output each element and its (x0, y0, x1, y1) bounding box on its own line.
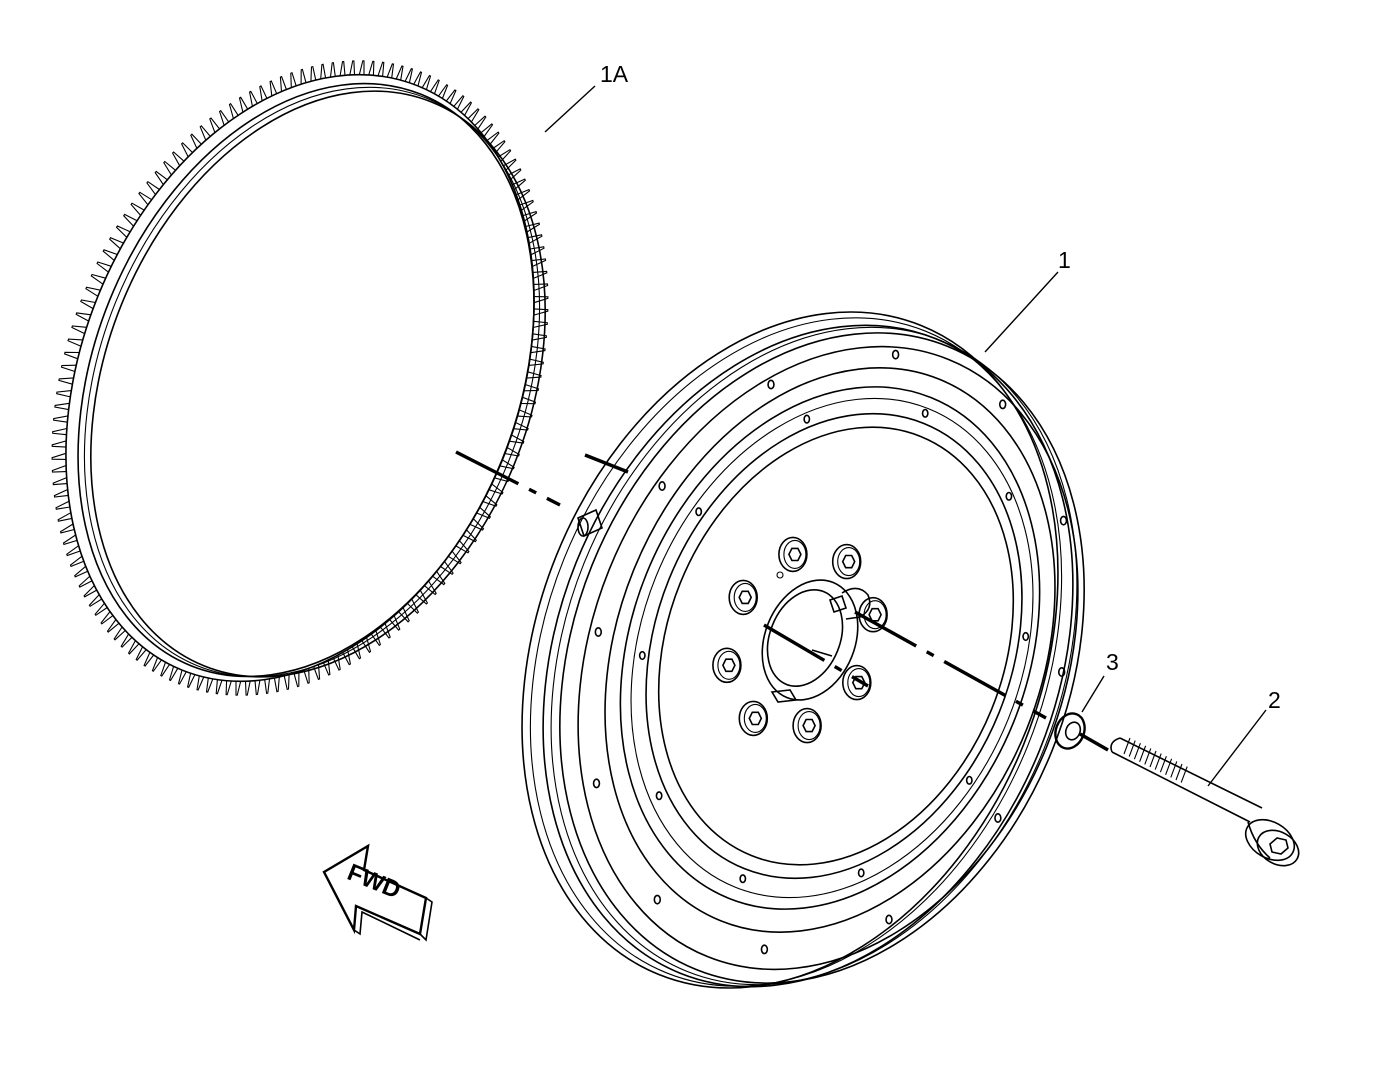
assembly-center-line-front (763, 623, 869, 688)
hub-bolt-head (841, 664, 872, 701)
mounting-hole (857, 868, 865, 878)
mounting-hole (994, 812, 1002, 823)
assembly-center-line-bolt (1079, 732, 1109, 752)
leader-ring-gear (544, 85, 596, 133)
mounting-hole (891, 349, 900, 360)
mounting-hole (658, 480, 666, 491)
arrow-left-icon (322, 843, 433, 942)
forward-direction-indicator: FWD (322, 843, 433, 942)
hub-bolt-heads (712, 536, 888, 744)
ring-gear (51, 60, 549, 696)
mounting-hole (655, 791, 663, 801)
pilot-stud (577, 508, 603, 538)
assembly-center-line-rear (854, 610, 1047, 720)
fwd-label: FWD (344, 859, 405, 905)
mounting-hole (1057, 666, 1066, 677)
hub-bolt-head (728, 579, 759, 616)
mounting-hole (803, 414, 811, 424)
mounting-hole (998, 399, 1007, 410)
hub-bolt-head (712, 647, 742, 684)
mounting-hole (767, 379, 775, 390)
hub-bolt-head (778, 536, 808, 573)
mounting-hole (760, 944, 769, 955)
mounting-hole (965, 775, 973, 785)
assembly-center-line (455, 450, 561, 507)
bolt-threads (1123, 737, 1188, 783)
mounting-hole (638, 650, 646, 661)
flywheel (521, 311, 1085, 989)
leader-bolt (1207, 709, 1267, 787)
mounting-hole (1059, 515, 1068, 526)
gear-tooth-profile (51, 60, 549, 696)
mounting-hole (695, 507, 703, 517)
socket-head-bolt (1110, 737, 1300, 867)
flywheel-hub (712, 536, 888, 744)
mounting-hole (1022, 631, 1030, 642)
callout-flywheel: 1 (1058, 247, 1071, 273)
callout-bolt: 2 (1268, 687, 1281, 713)
leader-flywheel (984, 271, 1059, 353)
flywheel-mounting-holes (592, 349, 1068, 955)
callout-washer: 3 (1106, 649, 1119, 675)
hub-bolt-head (792, 707, 822, 744)
mounting-hole (739, 874, 747, 884)
thread-lines (1123, 737, 1188, 783)
mounting-hole (921, 408, 929, 418)
hub-bolt-head (831, 543, 862, 580)
assembly-center-line-mid (584, 453, 629, 474)
mounting-hole (1005, 491, 1013, 501)
mounting-hole (653, 894, 662, 905)
leader-washer (1081, 675, 1105, 713)
mounting-hole (885, 914, 893, 925)
hub-bolt-head (738, 700, 769, 737)
ring-gear-teeth (51, 60, 549, 696)
mounting-hole (592, 778, 601, 789)
callout-ring-gear: 1A (600, 61, 629, 87)
mounting-hole (594, 626, 603, 637)
